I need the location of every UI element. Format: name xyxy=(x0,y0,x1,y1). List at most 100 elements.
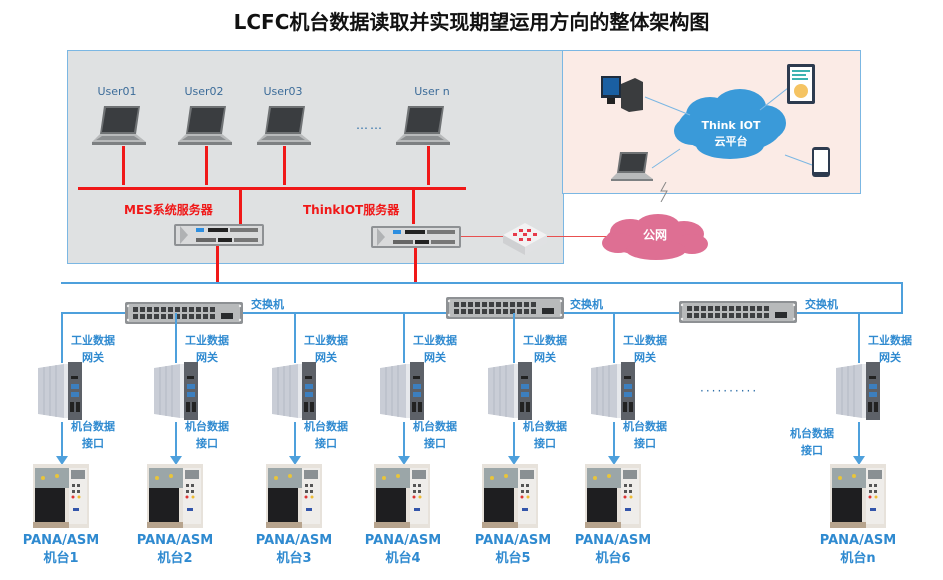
arrow-down-icon xyxy=(289,456,301,465)
machine-model: PANA/ASM xyxy=(474,533,552,548)
user-link xyxy=(205,146,208,185)
machine-interface-link xyxy=(403,422,405,458)
industrial-gateway-icon xyxy=(379,362,425,421)
arrow-down-icon xyxy=(853,456,865,465)
gateways-ellipsis: ·········· xyxy=(700,384,759,398)
network-switch-icon xyxy=(679,301,797,323)
thinkiot-server-uplink xyxy=(414,248,417,282)
backbone-bus xyxy=(61,282,903,284)
machine-label: PANA/ASM 机台1 xyxy=(11,532,111,568)
user-label: User01 xyxy=(97,85,137,98)
interface-label: 机台数据接口 xyxy=(296,418,356,452)
desktop-icon xyxy=(601,76,643,112)
machine-name: 机台2 xyxy=(157,551,193,566)
wireless-link-icon xyxy=(660,182,668,202)
gateway-label-line2: 网关 xyxy=(534,351,556,364)
laptop-icon xyxy=(257,106,311,145)
interface-label-line1: 机台数据 xyxy=(71,420,115,433)
interface-label: 机台数据接口 xyxy=(615,418,675,452)
interface-label-line2: 接口 xyxy=(801,444,823,457)
machine-label: PANA/ASM 机台n xyxy=(808,532,908,568)
public-network-label: 公网 xyxy=(642,228,667,242)
industrial-gateway-icon xyxy=(37,362,83,421)
gateway-label-line2: 网关 xyxy=(196,351,218,364)
pana-asm-machine-icon xyxy=(147,464,203,528)
machine-model: PANA/ASM xyxy=(574,533,652,548)
interface-label-line1: 机台数据 xyxy=(623,420,667,433)
user-link xyxy=(427,146,430,185)
public-network-cloud-icon xyxy=(602,214,708,260)
industrial-gateway-icon xyxy=(153,362,199,421)
backbone-right-drop xyxy=(901,282,903,314)
mes-server-icon xyxy=(174,224,264,246)
machine-model: PANA/ASM xyxy=(364,533,442,548)
interface-label: 机台数据接口 xyxy=(782,425,842,459)
iot-cloud-subtitle: 云平台 xyxy=(714,135,748,148)
pana-asm-machine-icon xyxy=(266,464,322,528)
switch-label: 交换机 xyxy=(805,298,838,311)
machine-name: 机台n xyxy=(840,551,876,566)
mes-zone xyxy=(67,50,564,264)
mes-server-uplink xyxy=(216,246,219,282)
machine-name: 机台3 xyxy=(276,551,312,566)
interface-label-line2: 接口 xyxy=(82,437,104,450)
iot-device-links xyxy=(644,87,813,169)
pana-asm-machine-icon xyxy=(585,464,641,528)
gateway-uplink xyxy=(61,313,63,363)
thinkiot-server-label: ThinkIOT服务器 xyxy=(303,203,400,217)
interface-label-line2: 接口 xyxy=(315,437,337,450)
network-switch-icon xyxy=(125,302,243,324)
pana-asm-machine-icon xyxy=(33,464,89,528)
machine-model: PANA/ASM xyxy=(819,533,897,548)
server-link xyxy=(239,189,242,224)
arrow-down-icon xyxy=(398,456,410,465)
interface-label-line1: 机台数据 xyxy=(185,420,229,433)
machine-interface-link xyxy=(175,422,177,458)
arrow-down-icon xyxy=(170,456,182,465)
gateway-uplink xyxy=(613,313,615,363)
gateway-label-line2: 网关 xyxy=(424,351,446,364)
machine-name: 机台4 xyxy=(385,551,421,566)
user-link xyxy=(283,146,286,185)
interface-label-line1: 机台数据 xyxy=(304,420,348,433)
gateway-label-line2: 网关 xyxy=(879,351,901,364)
phone-icon xyxy=(812,147,830,177)
arrow-down-icon xyxy=(608,456,620,465)
laptop-icon xyxy=(178,106,232,145)
gateway-label: 工业数据网关 xyxy=(177,332,237,366)
gateway-label-line1: 工业数据 xyxy=(623,334,667,347)
industrial-gateway-icon xyxy=(590,362,636,421)
machine-name: 机台6 xyxy=(595,551,631,566)
machine-interface-link xyxy=(61,422,63,458)
switch-label: 交换机 xyxy=(251,298,284,311)
user-label: User n xyxy=(414,85,450,98)
diagram-title: LCFC机台数据读取并实现期望运用方向的整体架构图 xyxy=(233,10,710,34)
gateway-label-line1: 工业数据 xyxy=(185,334,229,347)
arrow-down-icon xyxy=(508,456,520,465)
machine-interface-link xyxy=(294,422,296,458)
iot-cloud-title: Think IOT xyxy=(701,119,761,132)
interface-label-line2: 接口 xyxy=(634,437,656,450)
industrial-gateway-icon xyxy=(487,362,533,421)
gateway-label-line1: 工业数据 xyxy=(413,334,457,347)
industrial-gateway-icon xyxy=(835,362,881,421)
gateway-label-line2: 网关 xyxy=(315,351,337,364)
machine-label: PANA/ASM 机台6 xyxy=(563,532,663,568)
machine-label: PANA/ASM 机台4 xyxy=(353,532,453,568)
gateway-label-line1: 工业数据 xyxy=(304,334,348,347)
machine-model: PANA/ASM xyxy=(22,533,100,548)
gateway-label: 工业数据网关 xyxy=(860,332,920,366)
machine-name: 机台1 xyxy=(43,551,79,566)
gateway-uplink xyxy=(403,313,405,363)
gateway-uplink xyxy=(294,313,296,363)
server-firewall-link xyxy=(461,236,503,237)
mes-server-label: MES系统服务器 xyxy=(124,203,213,217)
arrow-down-icon xyxy=(56,456,68,465)
pana-asm-machine-icon xyxy=(830,464,886,528)
interface-label: 机台数据接口 xyxy=(177,418,237,452)
machine-interface-link xyxy=(513,422,515,458)
network-switch-icon xyxy=(446,297,564,319)
